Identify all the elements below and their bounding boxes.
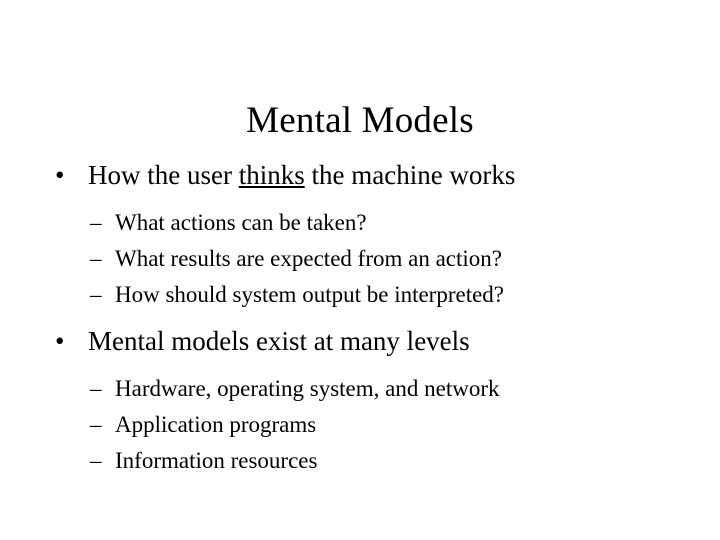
- bullet-dash-icon: –: [90, 282, 102, 307]
- bullet-dash-icon: –: [90, 448, 102, 473]
- bullet-item-text: How the user thinks the machine works: [88, 160, 515, 190]
- slide-body: • How the user thinks the machine works …: [0, 158, 720, 479]
- bullet-group-1: • How the user thinks the machine works …: [0, 158, 720, 313]
- sub-bullet-application-programs: – Application programs: [0, 407, 720, 443]
- sub-bullet-text: What results are expected from an action…: [115, 246, 502, 271]
- sub-bullet-what-results: – What results are expected from an acti…: [0, 241, 720, 277]
- bullet-text-prefix: How the user: [88, 160, 239, 190]
- sub-bullet-how-should-system-output: – How should system output be interprete…: [0, 277, 720, 313]
- bullet-text-suffix: the machine works: [304, 160, 516, 190]
- page-title: Mental Models: [246, 99, 474, 141]
- bullet-dot-icon: •: [55, 160, 65, 190]
- bullet-dash-icon: –: [90, 210, 102, 235]
- sub-bullet-text: What actions can be taken?: [115, 210, 367, 235]
- sub-bullet-text: How should system output be interpreted?: [115, 282, 505, 307]
- bullet-dash-icon: –: [90, 376, 102, 401]
- sub-bullet-information-resources: – Information resources: [0, 443, 720, 479]
- bullet-dot-icon: •: [55, 326, 65, 356]
- bullet-item-text: Mental models exist at many levels: [88, 326, 470, 356]
- bullet-item-mental-models-exist: • Mental models exist at many levels: [0, 324, 720, 359]
- sub-bullet-what-actions: – What actions can be taken?: [0, 205, 720, 241]
- sub-bullet-hardware-os-network: – Hardware, operating system, and networ…: [0, 371, 720, 407]
- sub-bullet-text: Information resources: [115, 448, 318, 473]
- sub-bullet-text: Hardware, operating system, and network: [115, 376, 500, 401]
- bullet-group-2: • Mental models exist at many levels – H…: [0, 324, 720, 479]
- bullet-text-emphasis-thinks: thinks: [238, 160, 305, 190]
- bullet-dash-icon: –: [90, 412, 102, 437]
- bullet-item-how-the-user-thinks: • How the user thinks the machine works: [0, 158, 720, 193]
- sub-bullet-text: Application programs: [115, 412, 317, 437]
- bullet-dash-icon: –: [90, 246, 102, 271]
